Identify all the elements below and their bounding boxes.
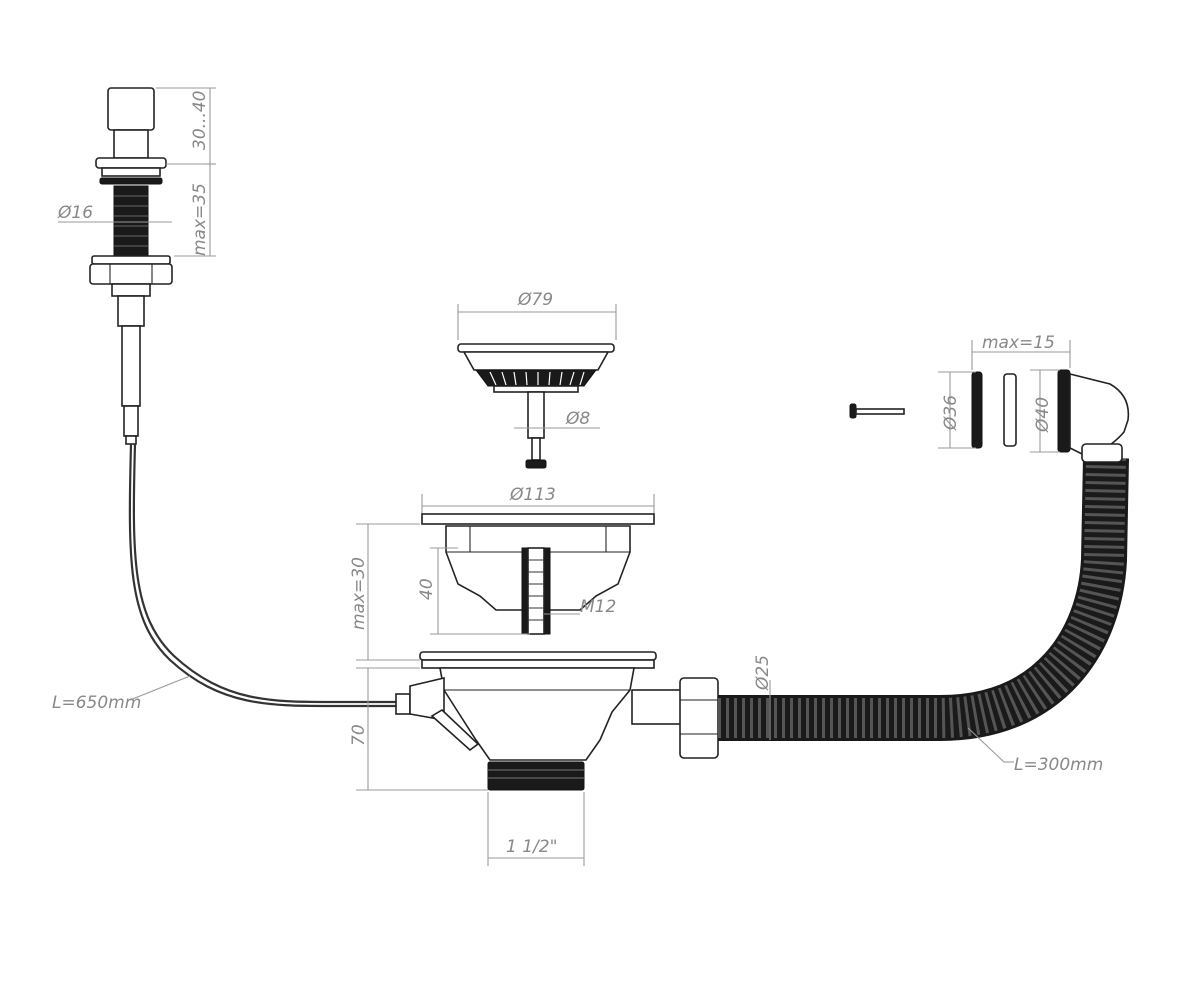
hose-diameter-label: Ø25	[753, 655, 773, 691]
control-cable: L=650mm	[52, 443, 398, 713]
overflow-diameter-label: Ø40	[1033, 397, 1053, 433]
plug-pin-diameter-label: Ø8	[565, 409, 590, 429]
strainer-plug: Ø79 Ø8	[457, 290, 617, 469]
hose-length-label: L=300mm	[1014, 755, 1103, 775]
button-height-dimension: 30...40 max=35	[156, 87, 216, 257]
body-height-dimension: 70	[349, 667, 488, 791]
strainer-basket: Ø113 M12 40	[417, 485, 655, 635]
button-diameter-dimension: Ø16	[57, 203, 172, 223]
cable-length-label: L=650mm	[52, 693, 141, 713]
basket-diameter-label: Ø113	[509, 485, 556, 505]
basket-thread-label: M12	[580, 597, 616, 617]
basket-depth-label: 40	[417, 578, 437, 600]
outlet-thread-dimension: 1 1/2"	[487, 792, 585, 866]
strainer-plug-diameter-label: Ø79	[517, 290, 553, 310]
sink-drain-body	[395, 651, 719, 791]
sink-thickness-label: max=30	[349, 557, 369, 630]
outlet-thread-label: 1 1/2"	[506, 837, 557, 857]
button-diameter-label: Ø16	[57, 203, 93, 223]
button-thickness-label: max=35	[190, 183, 210, 256]
overflow-hose: Ø25 L=300mm	[718, 457, 1129, 775]
button-height-label: 30...40	[190, 91, 210, 150]
overflow-assembly: max=15 Ø36 Ø40	[849, 333, 1130, 463]
sink-thickness-dimension: max=30	[349, 523, 420, 661]
body-height-label: 70	[349, 724, 369, 746]
overflow-gasket-diameter-label: Ø36	[941, 395, 961, 431]
push-button-assembly	[89, 87, 173, 445]
overflow-thickness-label: max=15	[982, 333, 1055, 353]
